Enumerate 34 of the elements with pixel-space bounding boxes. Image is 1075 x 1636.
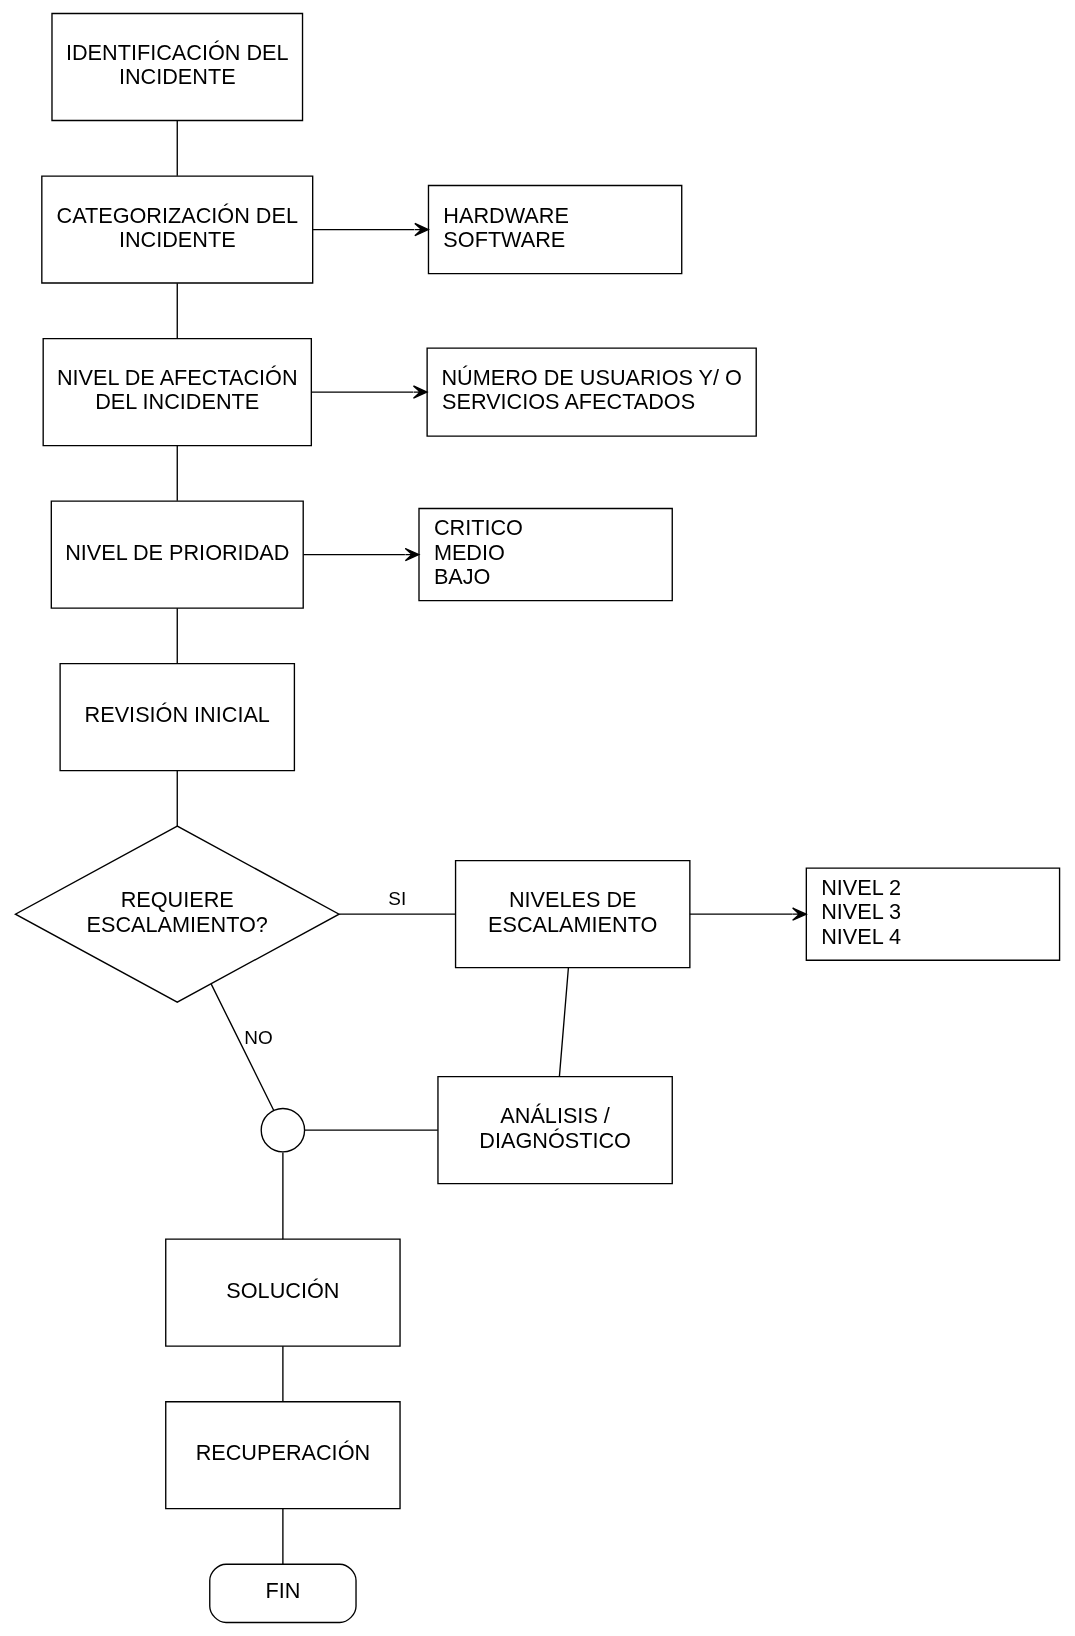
arrow: [689, 907, 807, 921]
connector: [282, 1345, 284, 1403]
node-box: HARDWARE SOFTWARE: [427, 184, 683, 275]
node-box: NIVEL DE PRIORIDAD: [50, 500, 304, 609]
connector: [304, 1129, 439, 1131]
node-box: IDENTIFICACIÓN DEL INCIDENTE: [51, 12, 304, 122]
node-box: NIVELES DE ESCALAMIENTO: [454, 860, 691, 969]
arrow: [312, 222, 430, 237]
node-box: NÚMERO DE USUARIOS Y/ O SERVICIOS AFECTADOS: [426, 347, 757, 437]
connector: [282, 1508, 284, 1565]
connector: [176, 445, 178, 502]
node-box: RECUPERACIÓN: [165, 1401, 401, 1510]
connector: [338, 913, 456, 915]
node-box: CATEGORIZACIÓN DEL INCIDENTE: [41, 175, 314, 284]
node-circle: [260, 1107, 306, 1153]
connector: [176, 770, 178, 827]
arrow: [310, 385, 428, 399]
connector: [558, 967, 570, 1078]
node-box: SOLUCIÓN: [165, 1238, 401, 1347]
node-box: NIVEL 2 NIVEL 3 NIVEL 4: [805, 867, 1061, 961]
arrow: [302, 547, 420, 562]
connector: [176, 282, 178, 339]
connector: [282, 1151, 284, 1240]
node-box: NIVEL DE AFECTACIÓN DEL INCIDENTE: [42, 337, 312, 447]
node-box: REVISIÓN INICIAL: [59, 662, 296, 772]
node-box: FIN: [209, 1563, 357, 1624]
edge-label: SI: [388, 887, 407, 909]
node-box: CRITICO MEDIO BAJO: [418, 507, 673, 602]
connector: [176, 607, 178, 664]
edge-label: NO: [244, 1027, 273, 1049]
connector: [176, 120, 178, 177]
connector: [210, 983, 275, 1111]
node-diamond: REQUIERE ESCALAMIENTO?: [14, 825, 341, 1003]
node-box: ANÁLISIS / DIAGNÓSTICO: [437, 1076, 673, 1185]
